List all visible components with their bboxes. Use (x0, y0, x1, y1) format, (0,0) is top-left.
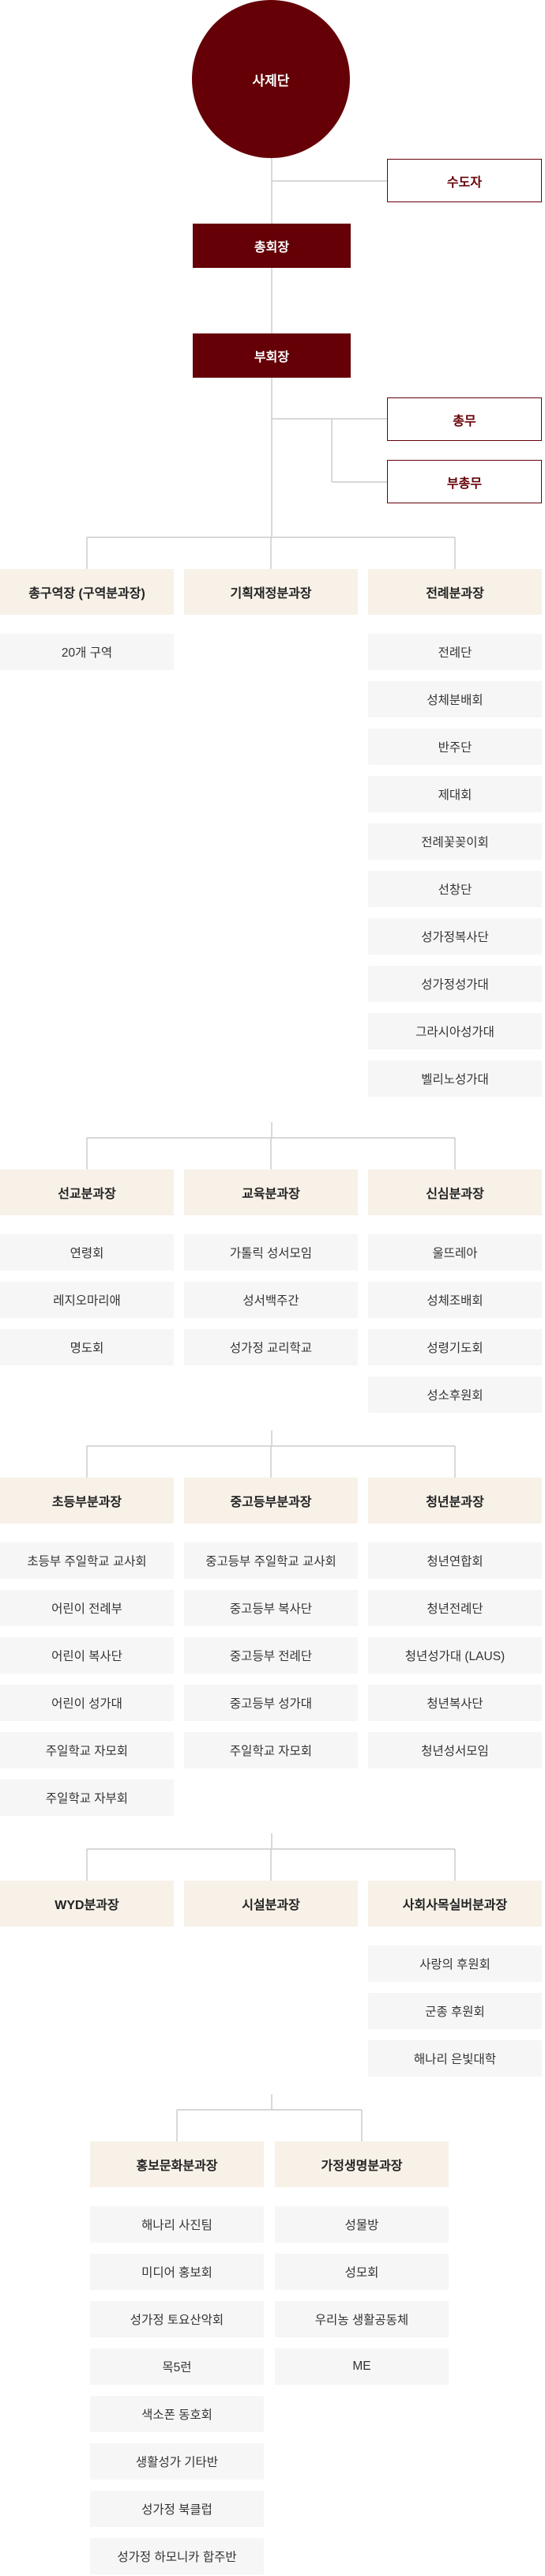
committee-item: 청년전례단 (368, 1590, 542, 1626)
committee-item: 청년연합회 (368, 1542, 542, 1579)
committee-item: 중고등부 주일학교 교사회 (184, 1542, 358, 1579)
committee-item: 성가정 하모니카 합주반 (90, 2538, 264, 2574)
committee-item: 주일학교 자모회 (184, 1732, 358, 1768)
committee-item: ME (275, 2348, 449, 2385)
committee-item: 해나리 은빛대학 (368, 2040, 542, 2077)
committee-header: 청년분과장 (368, 1478, 542, 1523)
committee-item: 군종 후원회 (368, 1993, 542, 2029)
committee-item: 20개 구역 (0, 634, 174, 670)
committee-item: 명도회 (0, 1329, 174, 1365)
committee-header: 사회사목실버분과장 (368, 1881, 542, 1926)
committee-header: 시설분과장 (184, 1881, 358, 1926)
committee-item: 그라시아성가대 (368, 1013, 542, 1049)
committee-item: 벨리노성가대 (368, 1060, 542, 1097)
committee-item: 전례단 (368, 634, 542, 670)
committee-header: WYD분과장 (0, 1881, 174, 1926)
religious-node: 수도자 (387, 159, 542, 202)
vice-general-affairs-node: 부총무 (387, 460, 542, 503)
chairman-node: 총회장 (193, 224, 351, 268)
committee-item: 주일학교 자모회 (0, 1732, 174, 1768)
committee-item: 연령회 (0, 1234, 174, 1271)
committee-item: 제대회 (368, 776, 542, 812)
committee-item: 성소후원회 (368, 1377, 542, 1413)
committee-item: 전례꽃꽂이회 (368, 823, 542, 860)
committee-header: 초등부분과장 (0, 1478, 174, 1523)
committee-item: 성가정 교리학교 (184, 1329, 358, 1365)
committee-item: 색소폰 동호회 (90, 2396, 264, 2432)
committee-item: 성서백주간 (184, 1282, 358, 1318)
committee-item: 울뜨레아 (368, 1234, 542, 1271)
committee-item: 어린이 성가대 (0, 1685, 174, 1721)
committee-header: 선교분과장 (0, 1169, 174, 1215)
committee-item: 중고등부 성가대 (184, 1685, 358, 1721)
committee-item: 반주단 (368, 729, 542, 765)
committee-item: 성가정복사단 (368, 918, 542, 955)
committee-item: 성가정성가대 (368, 966, 542, 1002)
committee-header: 총구역장 (구역분과장) (0, 569, 174, 615)
clergy-node: 사제단 (192, 0, 350, 158)
committee-item: 중고등부 복사단 (184, 1590, 358, 1626)
chairman-label: 총회장 (254, 241, 290, 254)
vice-general-affairs-label: 부총무 (446, 476, 483, 491)
committee-header: 중고등부분과장 (184, 1478, 358, 1523)
committee-item: 가톨릭 성서모임 (184, 1234, 358, 1271)
committee-item: 성체분배회 (368, 681, 542, 717)
clergy-label: 사제단 (252, 73, 290, 89)
general-affairs-node: 총무 (387, 397, 542, 441)
committee-item: 성령기도회 (368, 1329, 542, 1365)
committee-header: 교육분과장 (184, 1169, 358, 1215)
committee-item: 해나리 사진팀 (90, 2206, 264, 2243)
committee-item: 미디어 홍보회 (90, 2254, 264, 2290)
religious-label: 수도자 (446, 175, 483, 190)
vice-chairman-node: 부회장 (193, 333, 351, 378)
committee-header: 가정생명분과장 (275, 2141, 449, 2187)
committee-item: 성체조배회 (368, 1282, 542, 1318)
general-affairs-label: 총무 (453, 414, 476, 428)
committee-item: 성가정 토요산악회 (90, 2301, 264, 2337)
committee-item: 사랑의 후원회 (368, 1945, 542, 1982)
committee-item: 청년성가대 (LAUS) (368, 1637, 542, 1674)
committee-item: 우리농 생활공동체 (275, 2301, 449, 2337)
committee-item: 성물방 (275, 2206, 449, 2243)
committee-item: 성가정 북클럽 (90, 2491, 264, 2527)
vice-chairman-label: 부회장 (254, 351, 290, 364)
committee-item: 목5런 (90, 2348, 264, 2385)
committee-header: 신심분과장 (368, 1169, 542, 1215)
committee-item: 주일학교 자부회 (0, 1779, 174, 1816)
committee-item: 어린이 전례부 (0, 1590, 174, 1626)
committee-item: 생활성가 기타반 (90, 2443, 264, 2480)
committee-item: 성모회 (275, 2254, 449, 2290)
committee-item: 청년성서모임 (368, 1732, 542, 1768)
committee-item: 레지오마리애 (0, 1282, 174, 1318)
committee-item: 초등부 주일학교 교사회 (0, 1542, 174, 1579)
committee-item: 청년복사단 (368, 1685, 542, 1721)
committee-header: 홍보문화분과장 (90, 2141, 264, 2187)
committee-header: 기획재정분과장 (184, 569, 358, 615)
committee-item: 어린이 복사단 (0, 1637, 174, 1674)
committee-header: 전례분과장 (368, 569, 542, 615)
committee-item: 중고등부 전례단 (184, 1637, 358, 1674)
committee-item: 선창단 (368, 871, 542, 907)
